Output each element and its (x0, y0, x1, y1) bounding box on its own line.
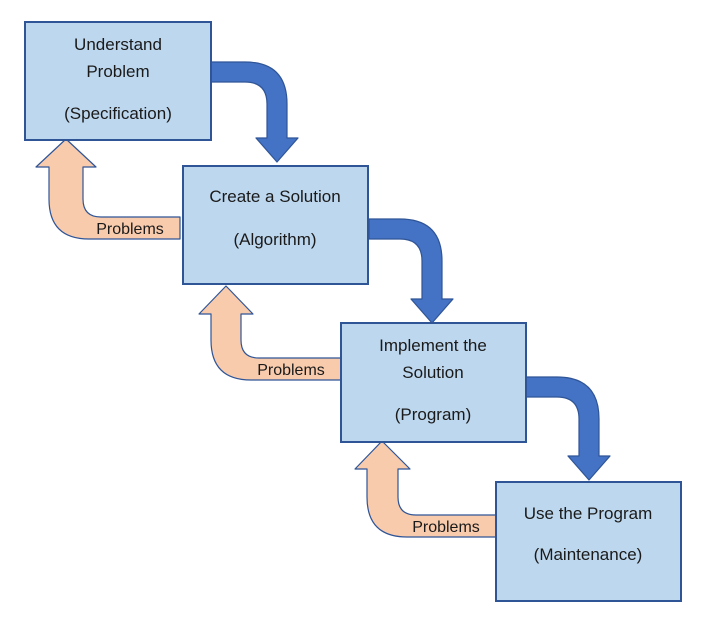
feedback-arrow-3 (354, 440, 497, 538)
step-create-solution (182, 165, 369, 285)
step-understand-problem (24, 21, 212, 141)
feedback-label-2: Problems (257, 362, 325, 379)
feedback-arrow-2 (198, 285, 342, 381)
step-1-title-line2: Problem (86, 62, 149, 81)
step-2-title: Create a Solution (209, 187, 340, 206)
step-4-subtitle: (Maintenance) (534, 545, 643, 564)
forward-arrow-3 (525, 376, 611, 481)
step-1-title-line1: Understand (74, 35, 162, 54)
step-3-title-line1: Implement the (379, 336, 487, 355)
forward-arrow-1 (210, 61, 299, 163)
step-1-subtitle: (Specification) (64, 104, 172, 123)
step-3-title-line2: Solution (402, 363, 463, 382)
step-use-program (495, 481, 682, 602)
step-2-subtitle: (Algorithm) (233, 230, 316, 249)
feedback-label-3: Problems (412, 519, 480, 536)
step-implement-solution (340, 322, 527, 443)
feedback-arrow-1 (35, 138, 181, 240)
step-3-subtitle: (Program) (395, 405, 472, 424)
step-4-title: Use the Program (524, 504, 653, 523)
feedback-label-1: Problems (96, 221, 164, 238)
forward-arrow-2 (368, 218, 454, 324)
